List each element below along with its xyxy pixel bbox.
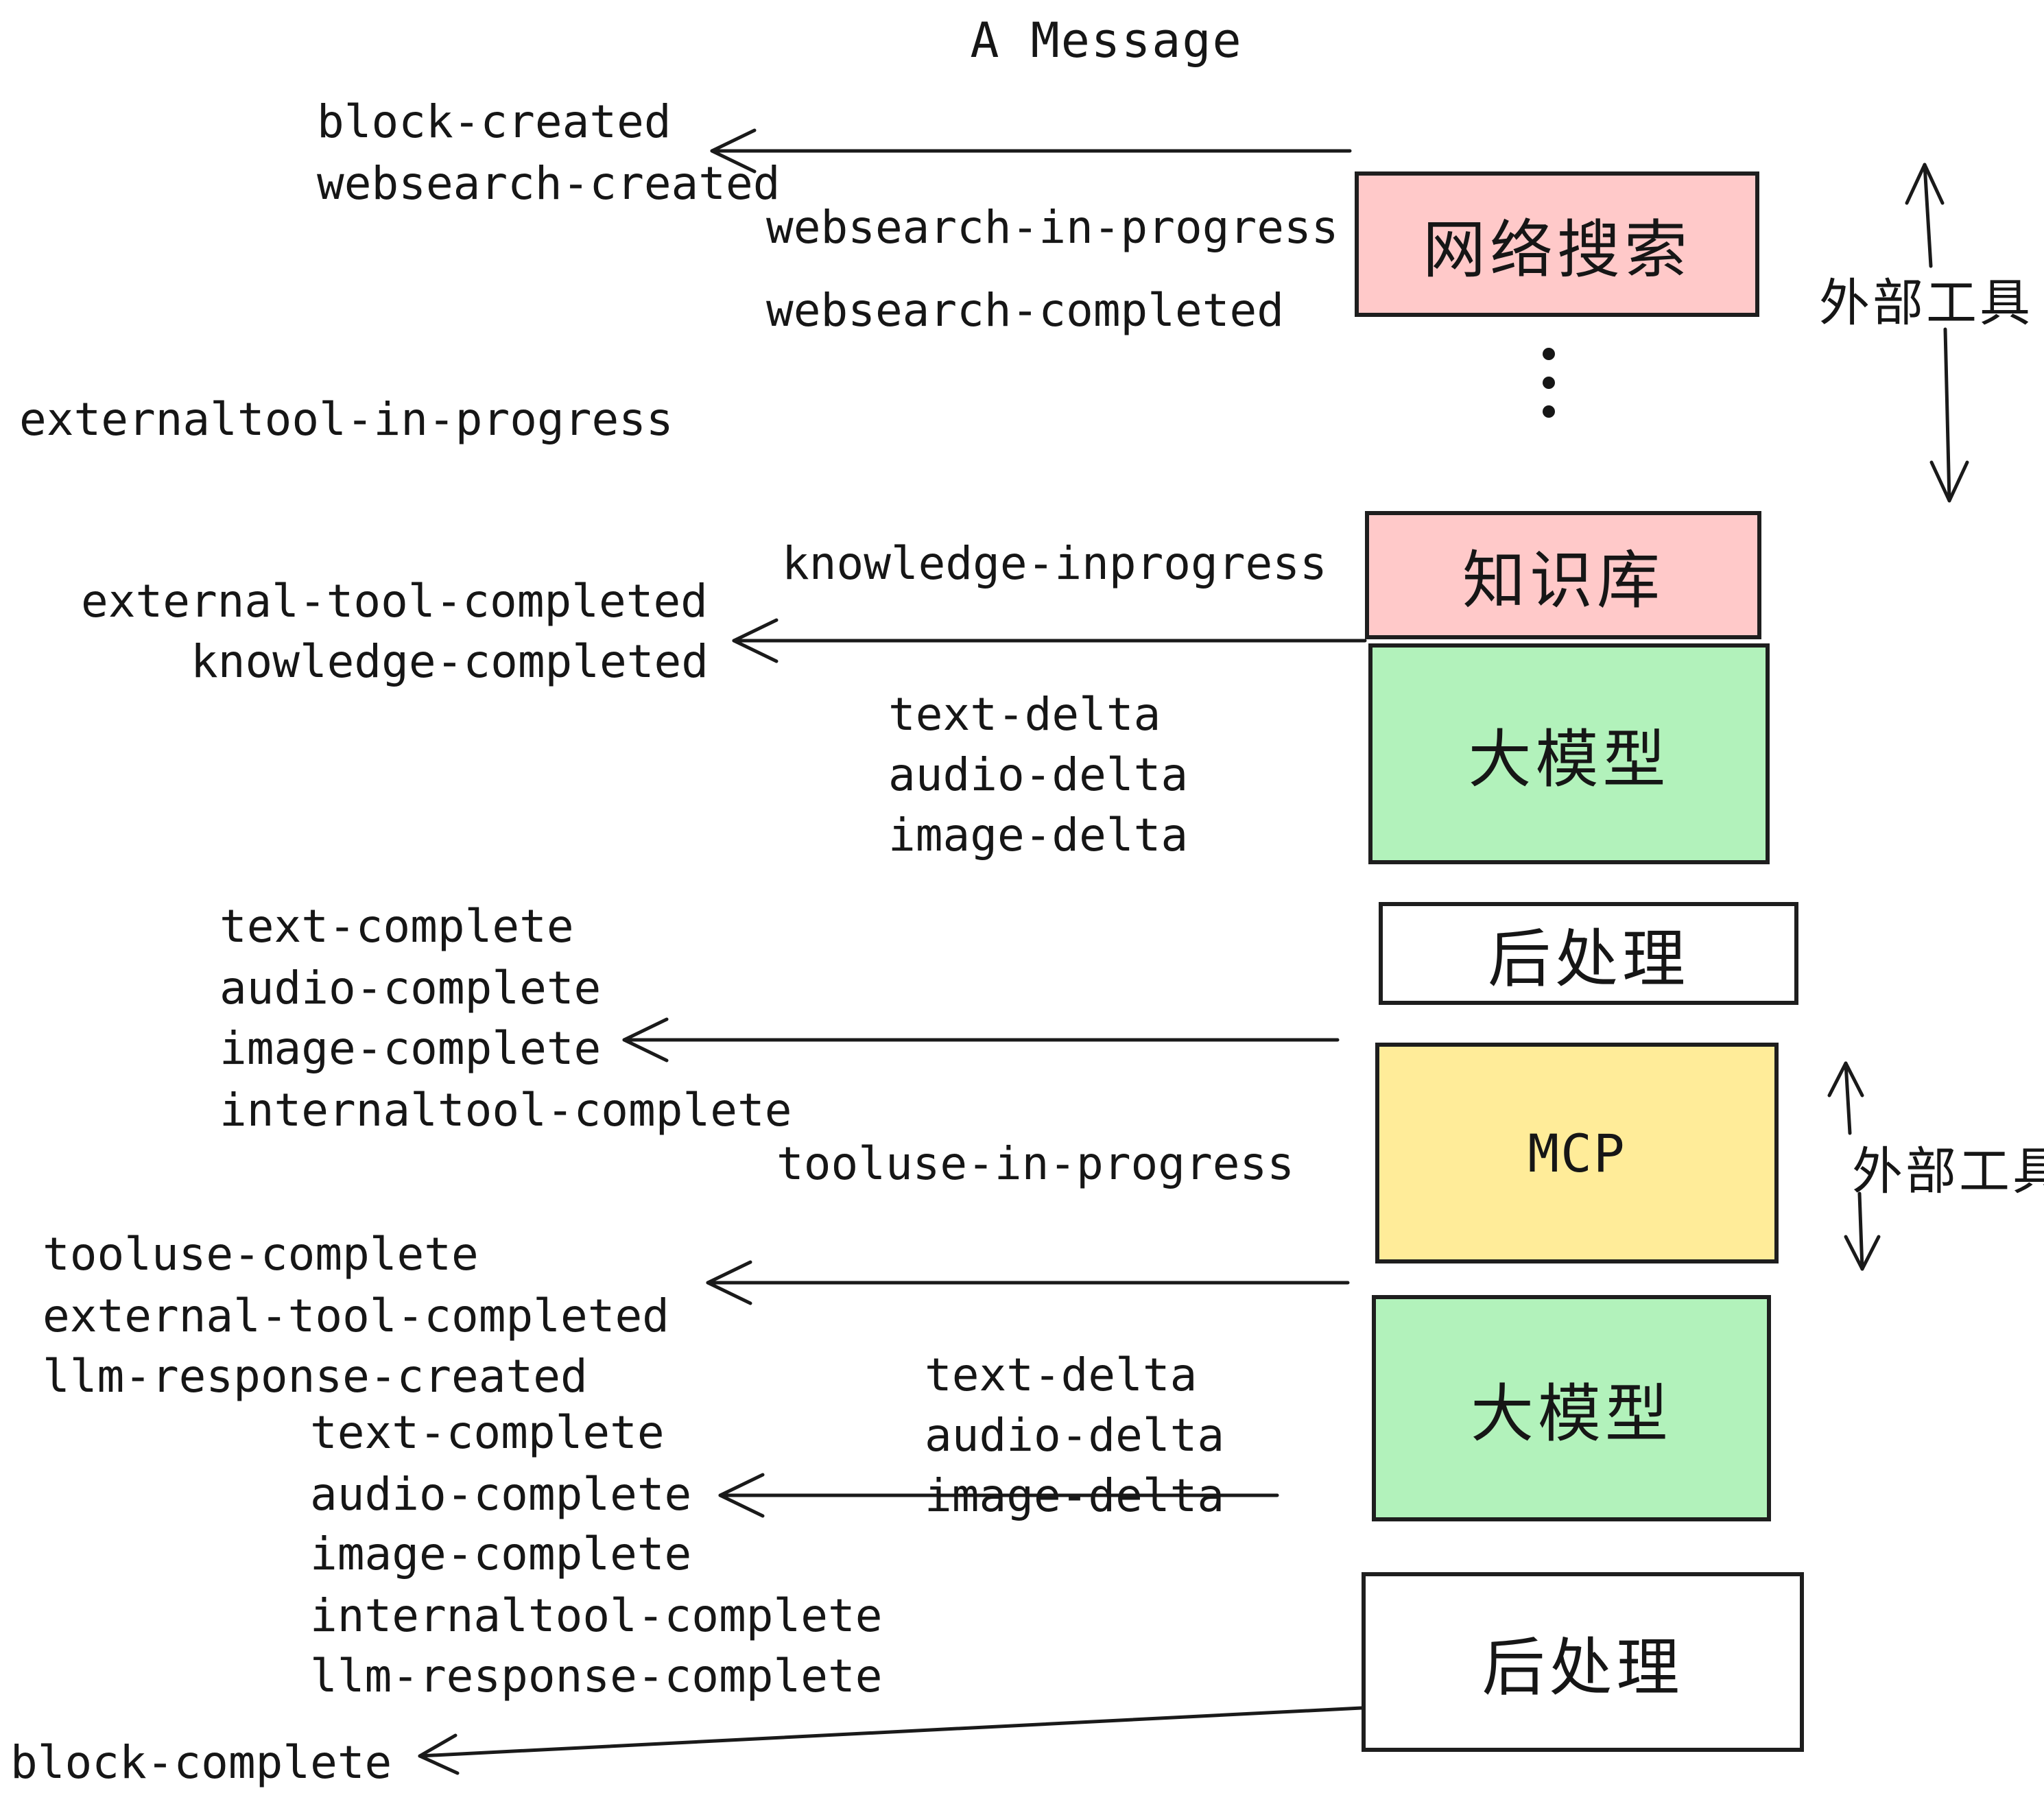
event-label-audio-complete-2: audio-complete: [310, 1468, 692, 1521]
event-label-text-complete: text-complete: [219, 900, 574, 953]
box-postprocess-2: 后处理: [1362, 1572, 1804, 1752]
event-label-external-tool-completed-2: external-tool-completed: [43, 1290, 669, 1342]
event-label-websearch-created: websearch-created: [317, 157, 781, 210]
box-websearch: 网络搜索: [1355, 171, 1759, 317]
event-label-external-tool-completed: external-tool-completed: [81, 575, 708, 628]
arrow-to-websearch-created: [710, 128, 1352, 174]
event-label-image-delta-2: image-delta: [925, 1469, 1225, 1522]
box-label: 知识库: [1462, 544, 1664, 617]
arrow-to-image-complete: [622, 1017, 1340, 1063]
event-label-text-delta: text-delta: [888, 688, 1161, 741]
box-label: 后处理: [1487, 922, 1689, 996]
arrow-to-block-complete: [418, 1706, 1364, 1775]
event-label-internaltool-complete: internaltool-complete: [219, 1084, 792, 1137]
event-label-audio-delta-2: audio-delta: [925, 1409, 1225, 1462]
up-arrow-icon: [1905, 163, 1945, 268]
down-arrow-small-icon: [1844, 1191, 1881, 1271]
event-label-knowledge-completed: knowledge-completed: [191, 635, 709, 688]
event-label-image-complete: image-complete: [219, 1022, 602, 1075]
event-label-llm-response-created: llm-response-created: [43, 1350, 588, 1403]
event-label-text-complete-2: text-complete: [310, 1406, 665, 1459]
up-arrow-small-icon: [1827, 1061, 1864, 1135]
event-label-llm-response-complete: llm-response-complete: [310, 1650, 883, 1702]
box-knowledge: 知识库: [1365, 511, 1761, 639]
box-label: MCP: [1528, 1122, 1626, 1184]
event-label-websearch-in-progress: websearch-in-progress: [766, 201, 1339, 254]
diagram-title: A Message: [970, 12, 1243, 69]
box-mcp: MCP: [1375, 1043, 1779, 1263]
event-label-image-complete-2: image-complete: [310, 1528, 692, 1580]
ellipsis-dots-icon: [1543, 348, 1555, 418]
box-label: 大模型: [1468, 722, 1670, 796]
arrow-to-tooluse-complete: [706, 1260, 1350, 1305]
event-label-websearch-completed: websearch-completed: [766, 284, 1284, 337]
event-label-audio-complete: audio-complete: [219, 962, 602, 1014]
event-label-internaltool-complete-2: internaltool-complete: [310, 1589, 883, 1642]
down-arrow-icon: [1929, 327, 1969, 503]
event-label-tooluse-in-progress: tooluse-in-progress: [776, 1137, 1294, 1190]
box-label: 大模型: [1470, 1377, 1672, 1451]
box-label: 后处理: [1482, 1630, 1684, 1705]
event-label-externaltool-in-progress: externaltool-in-progress: [19, 393, 674, 446]
box-postprocess-1: 后处理: [1379, 902, 1798, 1005]
box-label: 网络搜索: [1422, 213, 1691, 287]
event-label-tooluse-complete: tooluse-complete: [43, 1228, 479, 1281]
event-label-knowledge-inprogress: knowledge-inprogress: [782, 537, 1327, 590]
event-label-block-created: block-created: [317, 95, 672, 148]
event-label-text-delta-2: text-delta: [925, 1349, 1198, 1401]
arrow-to-knowledge-completed: [732, 618, 1367, 663]
box-llm-2: 大模型: [1372, 1295, 1771, 1521]
event-label-image-delta: image-delta: [888, 809, 1189, 862]
event-label-block-complete: block-complete: [10, 1736, 392, 1789]
event-label-audio-delta: audio-delta: [888, 748, 1189, 801]
external-tools-annotation-top: 外部工具: [1819, 274, 2033, 333]
external-tools-annotation-bottom: 外部工具: [1852, 1142, 2044, 1201]
box-llm-1: 大模型: [1368, 643, 1770, 864]
